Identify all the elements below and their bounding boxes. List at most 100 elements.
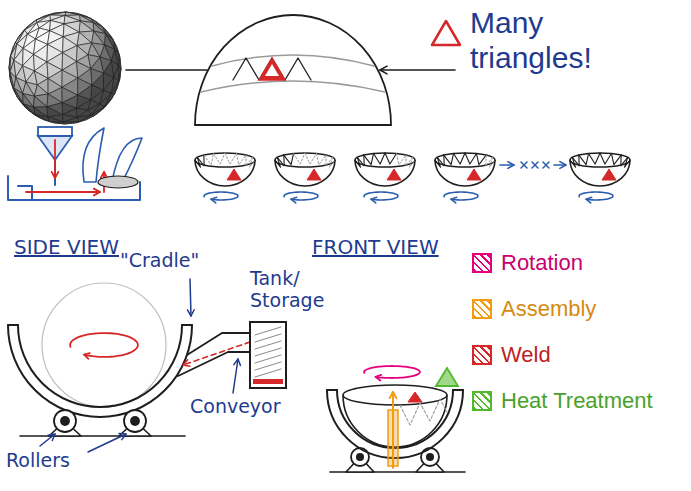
bowl-step [602, 169, 616, 180]
forming-machine [8, 176, 140, 200]
front-view [364, 366, 420, 378]
label-holder: FRONT VIEW [312, 236, 470, 259]
bowl-step [396, 154, 406, 165]
bowl-step [600, 153, 611, 164]
geodesic-sphere [79, 21, 94, 32]
side-view [48, 434, 55, 440]
side-view [60, 416, 70, 426]
bowl-step [435, 157, 440, 167]
geodesic-sphere [9, 12, 121, 124]
label-holder: Many triangles! [470, 6, 645, 75]
bowl-step [364, 154, 374, 165]
front-view [390, 392, 397, 398]
part-label: Conveyor [190, 396, 300, 418]
geodesic-sphere [14, 48, 23, 65]
bowl-step [490, 157, 495, 167]
legend-swatch [472, 345, 492, 365]
side-view [255, 327, 281, 335]
forming-machine [26, 191, 100, 193]
forming-machine [94, 189, 100, 196]
bowl-step [374, 153, 385, 164]
side-view [255, 362, 281, 370]
ellipsis-arrows [560, 162, 566, 169]
bowl-step [197, 155, 204, 166]
geodesic-sphere [76, 46, 87, 62]
side-view [255, 341, 281, 349]
front-view [421, 448, 439, 466]
front-view [327, 366, 465, 472]
side-view [187, 310, 194, 316]
legend-swatch [472, 391, 492, 411]
forming-machine [52, 172, 59, 178]
dome-section [380, 69, 455, 71]
front-view [351, 448, 369, 466]
forming-machine [54, 140, 56, 178]
bowl-step [435, 153, 495, 203]
part-label: Rollers [6, 450, 106, 472]
ellipsis-arrows [508, 162, 514, 169]
forming-machine [18, 186, 32, 200]
side-view [20, 435, 185, 437]
side-view [40, 434, 55, 446]
legend-row: Heat Treatment [472, 388, 653, 413]
bowl-step [227, 169, 241, 180]
side-view [84, 353, 90, 359]
front-view [327, 389, 337, 391]
bowl-step [330, 157, 335, 167]
dome-section [380, 66, 387, 74]
bowl-step [625, 157, 630, 167]
bowl-step [195, 153, 255, 203]
side-view [183, 342, 250, 365]
side-view [182, 324, 192, 326]
bowl-step [435, 153, 495, 167]
forming-machine [112, 138, 142, 182]
legend-row: Assembly [472, 296, 596, 321]
front-view [426, 453, 434, 461]
legend-row: Rotation [472, 250, 583, 275]
dome-section [195, 15, 391, 125]
geodesic-sphere [34, 44, 48, 61]
bowl-step [355, 153, 415, 203]
side-view [124, 410, 146, 432]
bowl-step [570, 153, 630, 167]
side-view [234, 359, 241, 366]
ellipsis-arrows [543, 162, 549, 168]
geodesic-sphere [47, 53, 63, 70]
side-view [8, 324, 18, 326]
ellipsis-arrows [543, 162, 549, 168]
bowl-step [275, 153, 335, 203]
bowl-step [214, 153, 225, 164]
geodesic-sphere [62, 53, 76, 70]
bowl-step [385, 153, 396, 164]
label-holder: "Cradle" [120, 250, 230, 272]
ellipsis-arrows [500, 162, 566, 169]
part-label: Tank/ Storage [250, 268, 336, 312]
side-view [88, 434, 126, 452]
geodesic-sphere [76, 61, 90, 77]
side-view [70, 333, 138, 357]
front-view [408, 392, 422, 402]
side-view [190, 279, 191, 316]
side-view [54, 410, 76, 432]
side-view [255, 334, 281, 342]
part-label: "Cradle" [120, 250, 230, 272]
bowl-step [387, 169, 401, 180]
bowl-step [284, 154, 294, 165]
bowl-step [589, 153, 600, 164]
ellipsis-arrows [532, 162, 538, 168]
bowl-step [572, 155, 579, 166]
bowl-step [236, 154, 246, 165]
ellipsis-arrows [521, 162, 527, 168]
bowl-step [467, 169, 481, 180]
bowl-step [444, 192, 478, 200]
dome-section [212, 55, 374, 66]
side-view [8, 325, 192, 417]
bowl-step [291, 197, 297, 203]
front-view [376, 375, 382, 381]
side-view [42, 283, 166, 407]
bowl-step [225, 153, 236, 164]
legend-label: Weld [501, 342, 551, 367]
dome-section [126, 69, 207, 71]
bowl-step [410, 157, 415, 167]
